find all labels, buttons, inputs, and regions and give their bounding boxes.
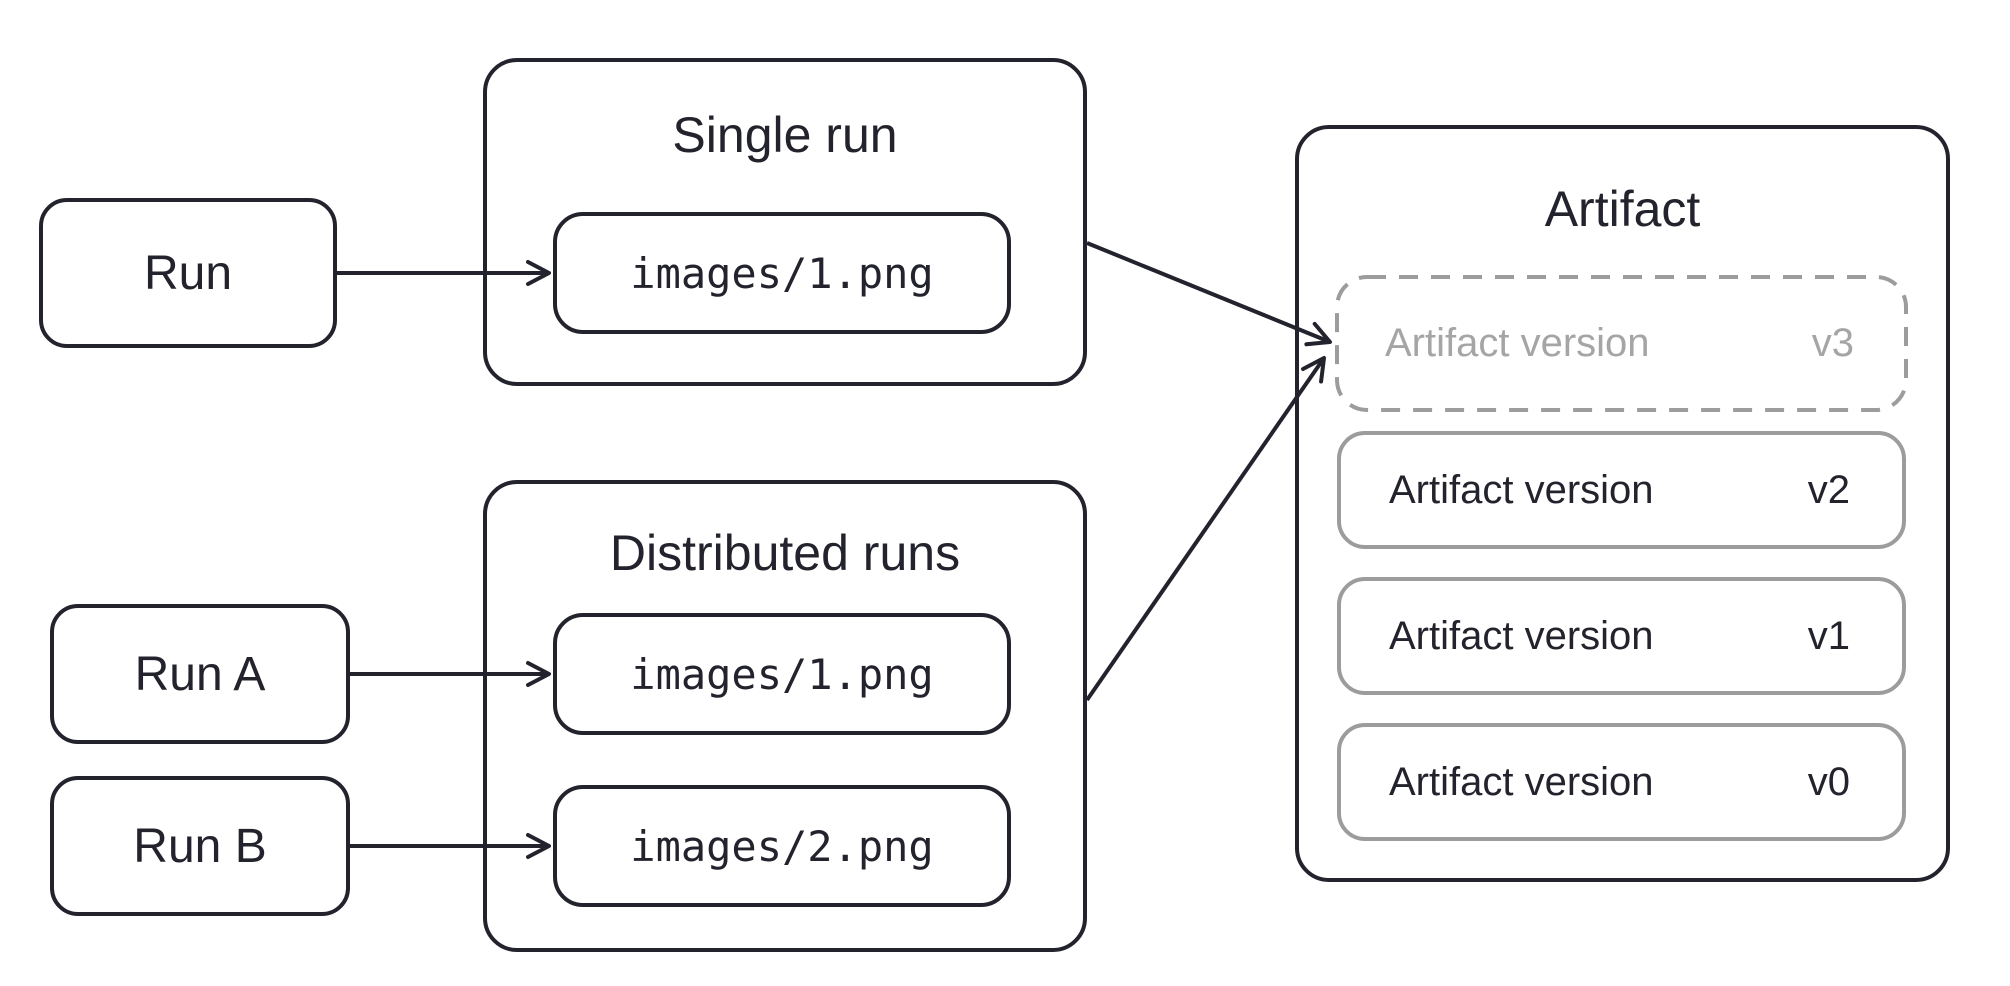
distributed-file-label-2: images/2.png [630, 821, 934, 871]
run-a-node: Run A [50, 604, 350, 744]
single-run-group-title: Single run [672, 107, 898, 163]
run-b-node: Run B [50, 776, 350, 916]
artifact-version-value-v1: v1 [1807, 613, 1850, 658]
run-node: Run [39, 198, 337, 348]
artifact-version-row-v2: Artifact version v2 [1337, 431, 1906, 549]
artifact-version-value-v2: v2 [1807, 467, 1850, 512]
single-run-file-label: images/1.png [630, 248, 934, 298]
artifact-version-label-v2: Artifact version [1389, 467, 1654, 512]
artifact-version-value-v0: v0 [1807, 759, 1850, 804]
single-run-file-node: images/1.png [553, 212, 1011, 334]
distributed-file-label-1: images/1.png [630, 649, 934, 699]
distributed-file-node-2: images/2.png [553, 785, 1011, 907]
arrow-distributed-runs-to-artifact-v3 [1085, 356, 1326, 702]
artifact-version-row-v1: Artifact version v1 [1337, 577, 1906, 695]
artifact-group-title: Artifact [1544, 181, 1701, 237]
artifact-version-label-v0: Artifact version [1389, 759, 1654, 804]
run-b-node-label: Run B [133, 819, 267, 873]
distributed-file-node-1: images/1.png [553, 613, 1011, 735]
artifact-version-label-v3: Artifact version [1385, 321, 1650, 365]
run-node-label: Run [143, 246, 233, 300]
artifact-version-label-v1: Artifact version [1389, 613, 1654, 658]
artifact-version-value-v3: v3 [1811, 321, 1854, 365]
artifact-version-row-v0: Artifact version v0 [1337, 723, 1906, 841]
run-a-node-label: Run A [134, 647, 266, 701]
arrow-single-run-to-artifact-v3 [1086, 241, 1332, 347]
distributed-runs-group-title: Distributed runs [609, 525, 961, 581]
artifact-version-row-v3: Artifact version v3 [1337, 277, 1906, 410]
